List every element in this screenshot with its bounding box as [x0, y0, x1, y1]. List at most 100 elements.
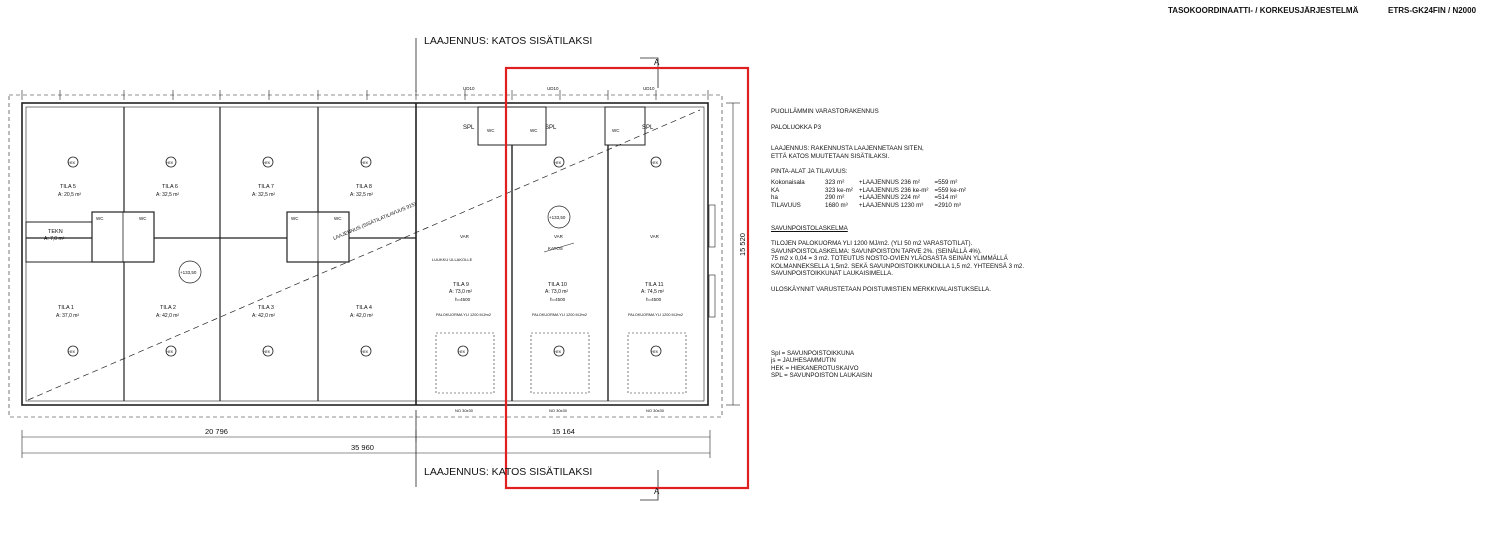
hek-label: HEK — [166, 161, 174, 165]
section-mark-top: A — [654, 58, 660, 67]
room-area: A: 32,5 m² — [350, 192, 373, 198]
door-area — [530, 332, 590, 394]
fire-load: PALOKUORMA YLI 1200 MJ/m2 — [436, 313, 491, 317]
legend-item: HEK = HIEKANEROTUSKAIVO — [771, 364, 859, 372]
building-type: PUOLILÄMMIN VARASTORAKENNUS — [771, 108, 879, 115]
section-mark-bottom: A — [654, 487, 660, 496]
hek-label: HEK — [554, 161, 562, 165]
smoke-line: SAVUNPOISTOLASKELMA: SAVUNPOISTON TARVE … — [771, 247, 982, 255]
dim-left-label: 20 796 — [205, 427, 228, 436]
room-area: A: 73,0 m² — [449, 289, 472, 295]
section-marker-top — [640, 57, 659, 88]
legend-item: Spl = SAVUNPOISTOIKKUNA — [771, 349, 855, 357]
ud-label: UD10 — [643, 86, 655, 91]
legend-item: js = JAUHESAMMUTIN — [771, 357, 836, 365]
room-area: A: 73,0 m² — [545, 289, 568, 295]
smoke-line: 75 m2 x 0,04 = 3 m2. TOTEUTUS NOSTO-OVIE… — [771, 255, 1008, 263]
hek-label: HEK — [651, 350, 659, 354]
smoke-line: SAVUNPOISTOIKKUNAT LAUKAISIMELLA. — [771, 270, 893, 278]
room-area: A: 32,5 m² — [252, 192, 275, 198]
fire-load: PALOKUORMA YLI 1200 MJ/m2 — [532, 313, 587, 317]
plan-text: LAAJENNUS: KATOS SISÄTILAKSI LAAJENNUS: … — [44, 35, 747, 496]
room-name: TILA 3 — [258, 305, 274, 311]
hek-label: HEK — [458, 350, 466, 354]
drawing-notes: PUOLILÄMMIN VARASTORAKENNUS PALOLUOKKA P… — [771, 108, 1101, 380]
wc-label: WC — [530, 128, 538, 133]
var-label: VAR — [650, 234, 660, 239]
room-name: TILA 6 — [162, 184, 178, 190]
var-label: VAR — [460, 234, 470, 239]
exits-note: ULOSKÄYNNIT VARUSTETAAN POISTUMISTIEN ME… — [771, 285, 991, 293]
hek-label: HEK — [68, 161, 76, 165]
room-name: TILA 2 — [160, 305, 176, 311]
door-area — [435, 332, 495, 394]
smoke-line: TILOJEN PALOKUORMA YLI 1200 MJ/m2. (YLI … — [771, 239, 973, 247]
room-area: A: 7,0 m² — [44, 236, 65, 242]
wc-label: WC — [139, 216, 147, 221]
dim-height-label: 15 520 — [738, 233, 747, 256]
wc-core — [604, 106, 646, 146]
elevation-marker — [547, 205, 571, 229]
hek-label: HEK — [263, 161, 271, 165]
smoke-line: KOLMANNEKSELLA 1,5m2. SEKÄ SAVUNPOISTOIK… — [771, 262, 1025, 270]
elevation-value: +133,50 — [549, 215, 566, 220]
column-grid — [21, 90, 709, 100]
legend-item: SPL = SAVUNPOISTON LAUKAISIN — [771, 372, 873, 380]
room-height: h=4500 — [455, 297, 471, 302]
hek-label: HEK — [166, 350, 174, 354]
door-label: NO 30x30 — [646, 408, 665, 413]
extension-label-bottom: LAAJENNUS: KATOS SISÄTILAKSI — [424, 466, 592, 478]
room-area: A: 37,0 m² — [56, 313, 79, 319]
var-label: VAR — [554, 234, 564, 239]
elevation-value: +133,50 — [180, 270, 197, 275]
door-label: NO 30x30 — [549, 408, 568, 413]
room-name: TILA 11 — [645, 282, 664, 288]
spl-label: SPL — [545, 125, 557, 131]
ud-label: UD10 — [547, 86, 559, 91]
room-area: A: 20,5 m² — [58, 192, 81, 198]
hek-label: HEK — [68, 350, 76, 354]
extension-label-top: LAAJENNUS: KATOS SISÄTILAKSI — [424, 35, 592, 47]
wc-label: WC — [334, 216, 342, 221]
room-name: TEKN — [48, 229, 63, 235]
wc-label: WC — [96, 216, 104, 221]
extension-note-2: ETTÄ KATOS MUUTETAAN SISÄTILAKSI. — [771, 152, 890, 160]
room-area: A: 42,0 m² — [156, 313, 179, 319]
room-name: TILA 4 — [356, 305, 372, 311]
hek-label: HEK — [263, 350, 271, 354]
wc-label: WC — [291, 216, 299, 221]
strike-line — [543, 242, 575, 253]
room-name: TILA 8 — [356, 184, 372, 190]
dim-total-label: 35 960 — [351, 443, 374, 452]
room-area: A: 74,5 m² — [641, 289, 664, 295]
fire-load: PALOKUORMA YLI 1200 MJ/m2 — [628, 313, 683, 317]
spl-label: SPL — [642, 125, 654, 131]
plan-ink — [8, 38, 740, 501]
smoke-title: SAVUNPOISTOLASKELMA — [771, 225, 848, 233]
room-name: TILA 9 — [453, 282, 469, 288]
door-area — [627, 332, 687, 394]
wc-label: WC — [487, 128, 495, 133]
diagonal-line — [27, 109, 701, 401]
extension-note-1: LAAJENNUS: RAKENNUSTA LAAJENNETAAN SITEN… — [771, 145, 924, 153]
room-area: A: 42,0 m² — [350, 313, 373, 319]
door-label: NO 30x30 — [455, 408, 474, 413]
hek-label: HEK — [554, 350, 562, 354]
room-area: A: 32,5 m² — [156, 192, 179, 198]
hek-label: HEK — [651, 161, 659, 165]
room-area: A: 42,0 m² — [252, 313, 275, 319]
section-marker-bottom — [640, 470, 659, 501]
legend: Spl = SAVUNPOISTOIKKUNA js = JAUHESAMMUT… — [771, 350, 1101, 380]
fire-class: PALOLUOKKA P3 — [771, 123, 822, 131]
room-name: TILA 5 — [60, 184, 76, 190]
outer-wall — [21, 102, 709, 406]
highlight-frame — [504, 66, 750, 490]
hek-label: HEK — [361, 161, 369, 165]
room-name: TILA 1 — [58, 305, 74, 311]
